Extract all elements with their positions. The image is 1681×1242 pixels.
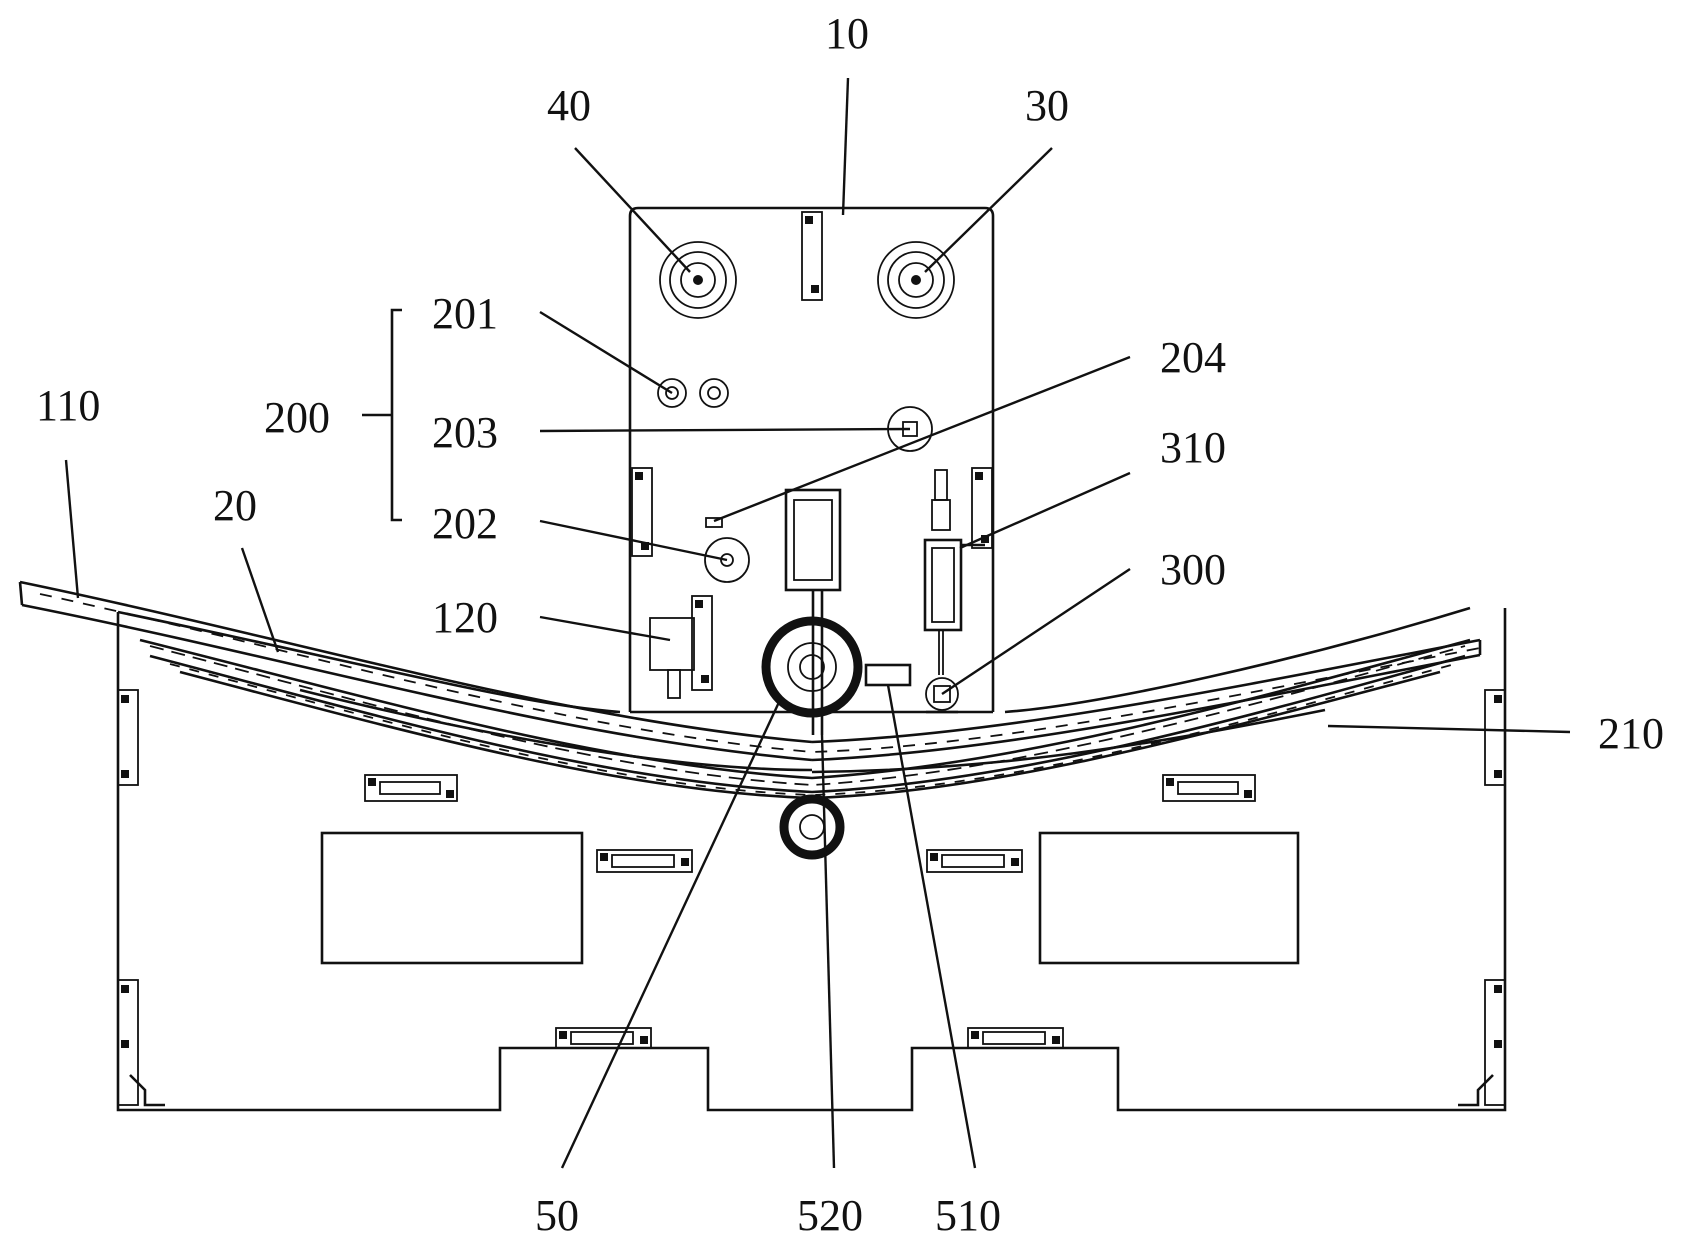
roller-201 (658, 379, 728, 407)
part-120 (650, 596, 712, 698)
label-203: 203 (432, 408, 498, 457)
label-201: 201 (432, 289, 498, 338)
clamp-300 (926, 678, 958, 712)
lower-wheel (784, 799, 840, 855)
bracket-h-2 (1163, 775, 1255, 801)
reference-labels: 10 40 30 201 200 203 202 204 310 300 110… (36, 9, 1664, 1240)
side-bracket-left-lower (118, 980, 165, 1105)
label-200: 200 (264, 393, 330, 442)
bracket-h-1 (365, 775, 457, 801)
bracket-h-3 (597, 850, 692, 872)
label-202: 202 (432, 499, 498, 548)
label-510: 510 (935, 1191, 1001, 1240)
side-bracket-left-upper (118, 690, 138, 785)
label-120: 120 (432, 593, 498, 642)
label-210: 210 (1598, 709, 1664, 758)
label-310: 310 (1160, 423, 1226, 472)
bracket-h-6 (968, 1028, 1063, 1048)
label-40: 40 (547, 81, 591, 130)
label-30: 30 (1025, 81, 1069, 130)
label-10: 10 (825, 9, 869, 58)
window-left (322, 833, 582, 963)
window-right (1040, 833, 1298, 963)
cylinder-520 (786, 490, 840, 735)
side-bracket-right-upper (1485, 690, 1505, 785)
cylinder-310 (925, 470, 985, 675)
group-brace-200 (362, 310, 402, 520)
label-300: 300 (1160, 545, 1226, 594)
side-bracket-right-lower (1458, 980, 1505, 1105)
bracket-h-4 (927, 850, 1022, 872)
label-20: 20 (213, 481, 257, 530)
label-204: 204 (1160, 333, 1226, 382)
block-510 (866, 665, 910, 685)
label-50: 50 (535, 1191, 579, 1240)
label-520: 520 (797, 1191, 863, 1240)
label-110: 110 (36, 381, 100, 430)
bracket-h-5 (556, 1028, 651, 1048)
